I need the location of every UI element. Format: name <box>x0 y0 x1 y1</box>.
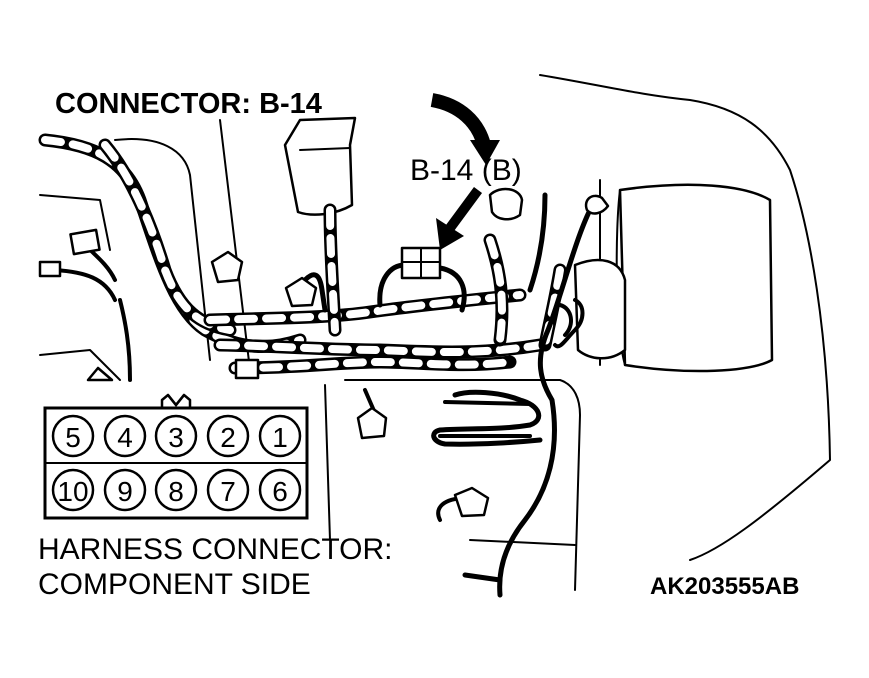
pin-label: 3 <box>168 422 184 453</box>
relay-box <box>573 183 774 373</box>
pin-label: 1 <box>272 422 288 453</box>
figure-code: AK203555AB <box>650 573 799 600</box>
pin-label: 10 <box>57 476 88 507</box>
pin-label: 2 <box>220 422 236 453</box>
pin-label: 4 <box>117 422 133 453</box>
curved-arrow <box>430 93 500 165</box>
small-connectors <box>38 194 610 518</box>
pin-label: 8 <box>168 476 184 507</box>
pin-label: 7 <box>220 476 236 507</box>
pin-label: 9 <box>117 476 133 507</box>
harness-connector-face: 5 4 3 2 1 10 9 8 7 6 <box>43 393 309 520</box>
pin-label: 5 <box>65 422 81 453</box>
harness-label-line1: HARNESS CONNECTOR: <box>38 533 393 566</box>
callout-arrow <box>436 187 483 250</box>
connector-b14 <box>400 246 442 280</box>
pin-row-top: 5 4 3 2 1 <box>51 414 302 458</box>
connector-title: CONNECTOR: B-14 <box>55 88 322 120</box>
harness-label-line2: COMPONENT SIDE <box>38 568 311 601</box>
connector-callout-label: B-14 (B) <box>410 154 522 187</box>
body-panels <box>39 74 831 591</box>
pin-label: 6 <box>272 476 288 507</box>
pin-row-bottom: 10 9 8 7 6 <box>51 468 302 512</box>
